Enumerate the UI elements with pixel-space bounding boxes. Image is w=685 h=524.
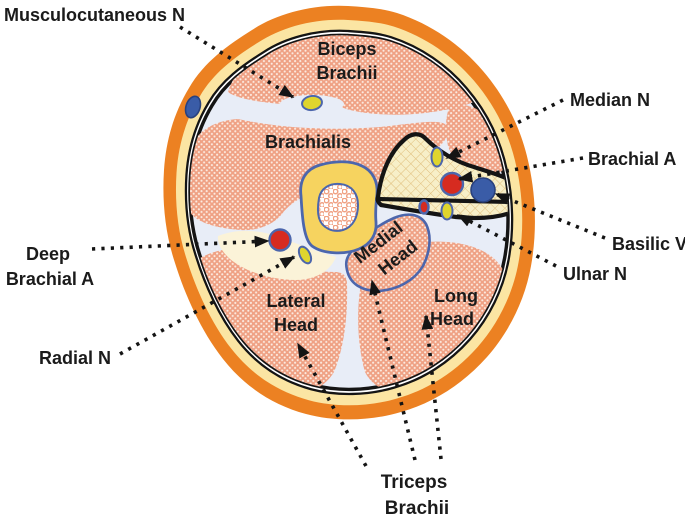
- label-biceps-line2: Brachii: [316, 63, 377, 83]
- label-deep-line1: Deep: [26, 244, 70, 264]
- label-brachialis: Brachialis: [265, 132, 351, 152]
- superficial-vein-oval: [184, 95, 202, 119]
- label-median-n: Median N: [570, 90, 650, 110]
- labels: Musculocutaneous N Biceps Brachii Brachi…: [4, 5, 685, 519]
- label-musculocutaneous-n: Musculocutaneous N: [4, 5, 185, 25]
- leader-lines: [91, 25, 606, 467]
- basilic-v-leader: [494, 192, 606, 240]
- median-nerve-oval: [430, 146, 444, 168]
- label-lateral-line2: Head: [274, 315, 318, 335]
- label-brachial-a: Brachial A: [588, 149, 676, 169]
- deep-brachial-a-leader: [91, 235, 270, 251]
- deep-brachial-artery-circle: [268, 228, 292, 252]
- radial-groove-fat: [217, 230, 336, 280]
- label-long-line2: Head: [430, 309, 474, 329]
- label-ulnar-n: Ulnar N: [563, 264, 627, 284]
- label-triceps-line2: Brachii: [385, 498, 449, 519]
- collateral-artery-oval: [418, 199, 430, 215]
- triceps-medial-leader: [369, 279, 417, 461]
- label-biceps-line1: Biceps: [317, 39, 376, 59]
- radial-nerve-oval: [297, 245, 313, 265]
- label-lateral-line1: Lateral: [266, 291, 325, 311]
- musculocutaneous-nerve-oval: [301, 94, 323, 112]
- sheath-divider-line: [378, 196, 509, 205]
- label-long-line1: Long: [434, 286, 478, 306]
- musculocutaneous-n-leader: [179, 25, 295, 99]
- median-n-leader: [445, 98, 564, 160]
- basilic-vein-circle: [470, 177, 496, 203]
- triceps-medial-head-muscle: [344, 213, 431, 293]
- brachial-artery-circle: [439, 171, 465, 197]
- ulnar-nerve-oval: [440, 201, 454, 221]
- label-deep-line2: Brachial A: [6, 269, 94, 289]
- label-radial-n: Radial N: [39, 348, 111, 368]
- label-triceps-line1: Triceps: [381, 472, 448, 493]
- brachial-a-leader: [457, 156, 584, 183]
- medullary-cavity: [316, 182, 360, 232]
- label-basilic-v: Basilic V: [612, 234, 685, 254]
